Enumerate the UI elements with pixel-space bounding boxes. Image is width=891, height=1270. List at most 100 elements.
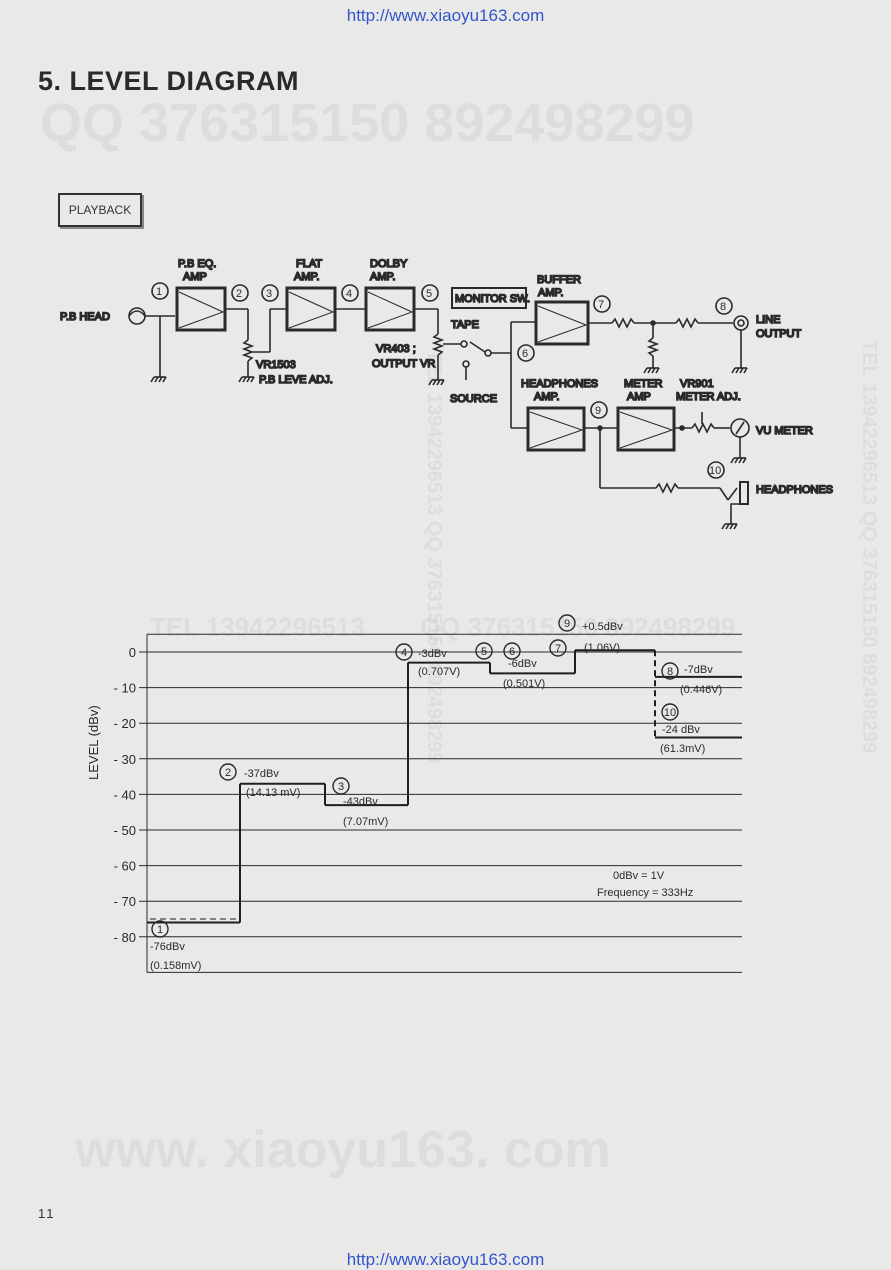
meter-amp-label-1: METER — [624, 378, 663, 390]
point-marker-number: 10 — [664, 707, 676, 719]
voltage-value-label: (0.501V) — [503, 678, 545, 690]
level-value-label: +0.5dBv — [582, 621, 623, 633]
buffer-resistor-2 — [675, 317, 699, 329]
svg-text:9: 9 — [595, 405, 601, 417]
point-marker-number: 8 — [667, 666, 673, 678]
watermark-site: www. xiaoyu163. com — [75, 1121, 611, 1179]
point-marker-circle — [151, 920, 169, 938]
pb-level-adj-label: P.B LEVE ADJ. — [259, 374, 333, 386]
page-title: 5. LEVEL DIAGRAM — [38, 66, 300, 96]
pb-eq-amp-label-1: P.B EQ. — [178, 258, 216, 270]
headphones-resistor — [655, 482, 679, 494]
vr1503-label: VR1503 — [256, 359, 296, 371]
pb-head-label: P.B HEAD — [60, 311, 110, 323]
level-value-label: -7dBv — [684, 664, 713, 676]
y-tick-label: - 30 — [114, 752, 136, 767]
y-tick-label: - 50 — [114, 823, 136, 838]
svg-text:5: 5 — [426, 288, 432, 300]
block-diagram: P.B HEAD P.B EQ. AMP 1 2 3 4 5 6 7 8 9 1… — [59, 257, 834, 530]
headphones-jack — [739, 481, 749, 505]
point-2-marker: 2 — [231, 284, 249, 302]
voltage-value-label: (14.13 mV) — [246, 787, 300, 799]
headphones-label: HEADPHONES — [756, 484, 833, 496]
flat-amp-label-1: FLAT — [296, 258, 322, 270]
point-5-marker: 5 — [421, 284, 439, 302]
meter-adj-label: METER ADJ. — [676, 391, 741, 403]
annotation-0dbv: 0dBv = 1V — [613, 870, 665, 882]
y-tick-label: 0 — [129, 645, 136, 660]
annotation-frequency: Frequency = 333Hz — [597, 887, 693, 899]
point-4-marker: 4 — [341, 284, 359, 302]
point-2-chart-label: 2-37dBv(14.13 mV) — [219, 763, 300, 799]
svg-text:8: 8 — [720, 301, 726, 313]
point-9-chart-label: 9 +0.5dBv (1.06V) — [558, 614, 623, 654]
source-url-bottom[interactable]: http://www.xiaoyu163.com — [346, 1250, 545, 1269]
point-3-marker: 3 — [261, 284, 279, 302]
headphones-amp-label-1: HEADPHONES — [521, 378, 598, 390]
svg-text:7: 7 — [598, 299, 604, 311]
voltage-value-label: (1.06V) — [584, 642, 620, 654]
point-5-chart-label: 5 — [475, 642, 493, 660]
point-marker-circle — [475, 642, 493, 660]
point-10-chart-label: 10-24 dBv(61.3mV) — [660, 703, 705, 755]
point-marker-circle — [661, 662, 679, 680]
point-marker-circle — [503, 642, 521, 660]
level-value-label: -43dBv — [343, 796, 378, 808]
monitor-switch-arm — [469, 341, 486, 353]
page-number: 11 — [38, 1206, 56, 1221]
svg-text:1: 1 — [156, 286, 162, 298]
svg-text:2: 2 — [236, 288, 242, 300]
source-label: SOURCE — [450, 393, 497, 405]
svg-text:6: 6 — [522, 348, 528, 360]
svg-text:4: 4 — [346, 288, 352, 300]
point-7-chart-label: 7 — [549, 639, 567, 657]
point-1-marker: 1 — [151, 282, 169, 300]
y-tick-label: - 10 — [114, 681, 136, 696]
voltage-value-label: (0.446V) — [680, 684, 722, 696]
point-7-marker: 7 — [593, 295, 611, 313]
point-marker-number: 1 — [157, 924, 163, 936]
point-marker-number: 9 — [564, 618, 570, 630]
point-6-chart-label: 6-6dBv(0.501V) — [503, 642, 545, 690]
point-marker-circle — [395, 643, 413, 661]
y-axis-label: LEVEL (dBv) — [86, 705, 101, 780]
voltage-value-label: (0.707V) — [418, 666, 460, 678]
buffer-resistor-1 — [611, 317, 635, 329]
meter-amp-block — [616, 406, 676, 452]
point-marker-circle — [558, 614, 576, 632]
buffer-amp-label-1: BUFFER — [537, 274, 581, 286]
vu-meter-label: VU METER — [756, 425, 813, 437]
monitor-sw-label: MONITOR SW. — [455, 293, 530, 305]
headphones-amp-block — [526, 406, 586, 452]
watermark-tel-mid: TEL 13942296513 — [150, 612, 365, 642]
point-marker-circle — [549, 639, 567, 657]
point-marker-number: 2 — [225, 767, 231, 779]
point-marker-circle — [332, 777, 350, 795]
svg-text:10: 10 — [709, 465, 721, 477]
tape-label: TAPE — [451, 319, 479, 331]
point-marker-circle — [661, 703, 679, 721]
point-10-marker: 10 — [707, 461, 725, 479]
y-tick-label: - 60 — [114, 859, 136, 874]
svg-text:3: 3 — [266, 288, 272, 300]
source-url-top[interactable]: http://www.xiaoyu163.com — [346, 6, 545, 25]
point-8-marker: 8 — [715, 297, 733, 315]
voltage-value-label: (7.07mV) — [343, 816, 388, 828]
tape-contact — [460, 340, 468, 348]
vr901-resistor — [691, 422, 715, 434]
point-8-chart-label: 8 -7dBv (0.446V) — [661, 662, 722, 696]
point-3-chart-label: 3 -43dBv (7.07mV) — [332, 777, 388, 828]
dolby-amp-label-2: AMP. — [370, 271, 395, 283]
voltage-value-label: (61.3mV) — [660, 743, 705, 755]
y-tick-label: - 20 — [114, 716, 136, 731]
output-vr-label: OUTPUT VR — [372, 358, 435, 370]
point-marker-number: 7 — [555, 643, 561, 655]
point-marker-number: 5 — [481, 646, 487, 658]
y-tick-label: - 80 — [114, 930, 136, 945]
point-marker-number: 3 — [338, 781, 344, 793]
watermark-qq-top: QQ 376315150 892498299 — [40, 93, 695, 153]
y-tick-label: - 40 — [114, 787, 136, 802]
point-4-chart-label: 4-3dBv(0.707V) — [395, 643, 460, 678]
pb-eq-amp-label-2: AMP — [183, 271, 207, 283]
